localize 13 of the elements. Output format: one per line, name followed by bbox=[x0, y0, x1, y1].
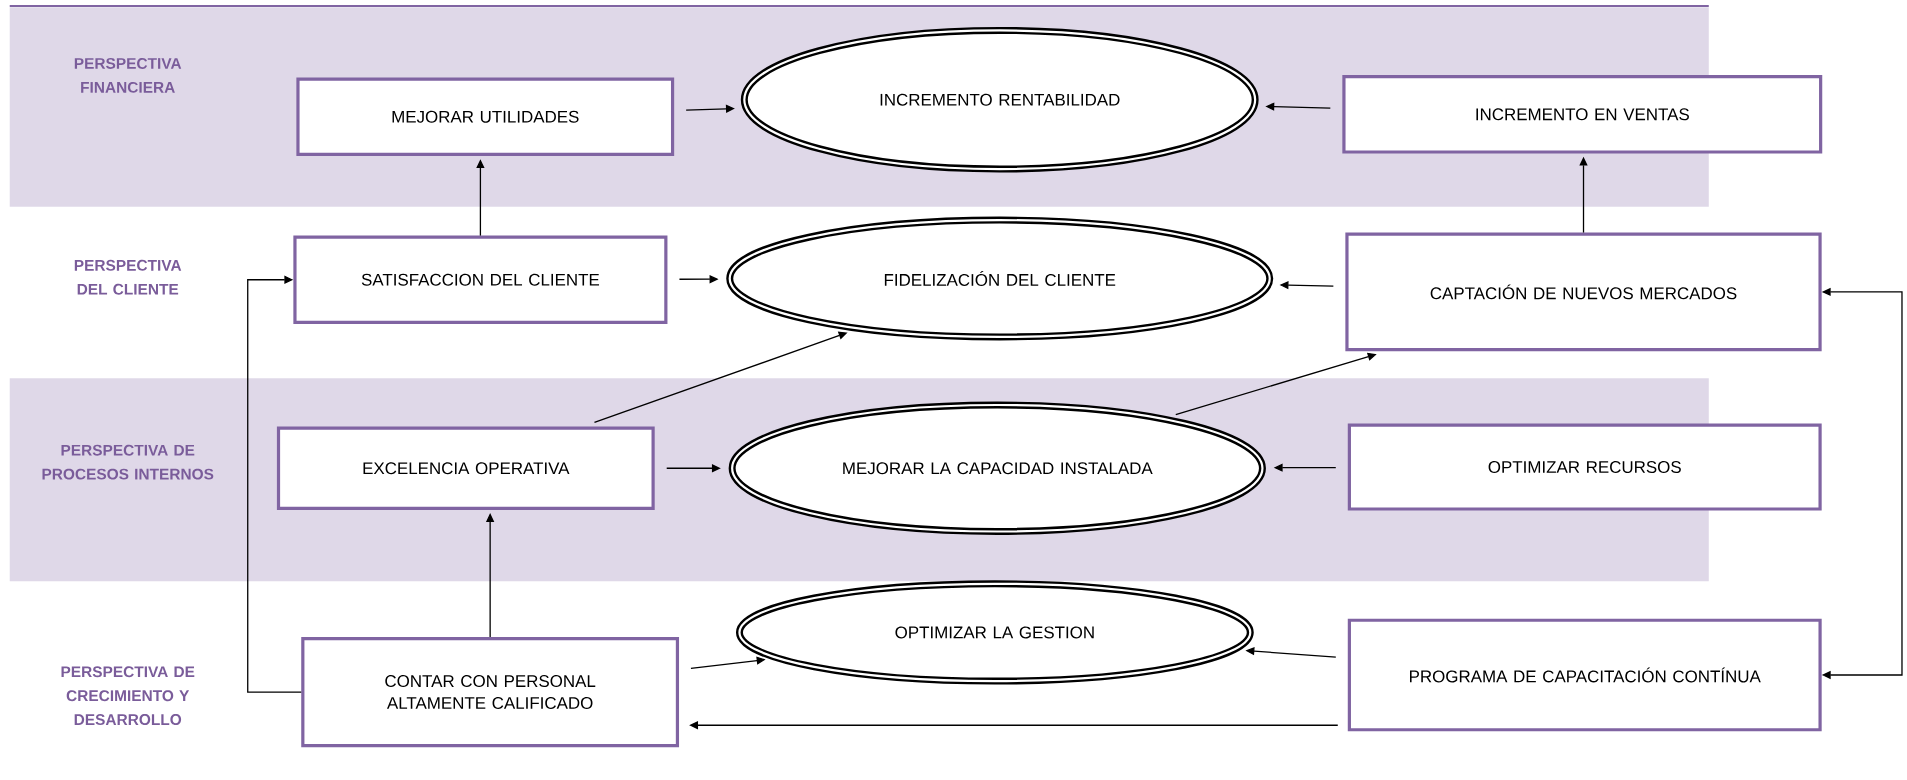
process-box: MEJORAR UTILIDADES bbox=[296, 77, 675, 157]
process-box: PROGRAMA DE CAPACITACIÓN CONTÍNUA bbox=[1347, 618, 1822, 732]
process-box: CONTAR CON PERSONAL ALTAMENTE CALIFICADO bbox=[301, 637, 680, 748]
arrow bbox=[247, 275, 302, 693]
perspective-label: PERSPECTIVA DE PROCESOS INTERNOS bbox=[42, 444, 214, 480]
perspective-label: PERSPECTIVA DEL CLIENTE bbox=[74, 260, 182, 295]
perspective-label: PERSPECTIVA FINANCIERA bbox=[74, 58, 182, 94]
process-box: INCREMENTO EN VENTAS bbox=[1342, 75, 1823, 154]
process-box: OPTIMIZAR RECURSOS bbox=[1347, 423, 1822, 511]
process-box: EXCELENCIA OPERATIVA bbox=[276, 426, 655, 511]
perspective-label: PERSPECTIVA DE CRECIMIENTO Y DESARROLLO bbox=[61, 666, 195, 726]
process-box: SATISFACCION DEL CLIENTE bbox=[293, 235, 668, 325]
process-box: CAPTACIÓN DE NUEVOS MERCADOS bbox=[1345, 232, 1822, 352]
